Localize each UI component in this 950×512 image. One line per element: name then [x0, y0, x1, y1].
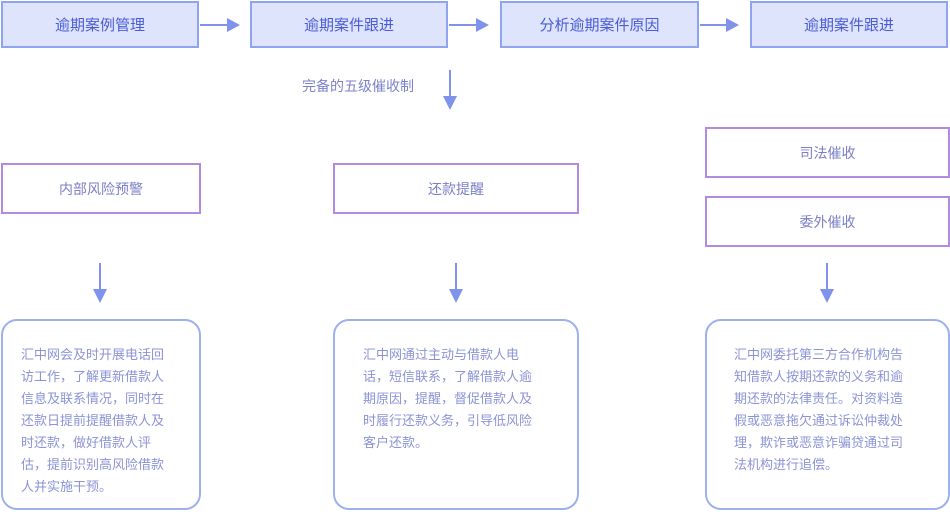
arrow-head-col3-down — [820, 289, 834, 303]
desc-line: 汇中网会及时开展电话回 — [21, 348, 165, 363]
desc-line: 客户还款。 — [363, 436, 429, 451]
flow-step-1: 逾期案例管理 — [1, 1, 199, 48]
desc-line: 理，欺诈或恶意诈骗贷通过司 — [734, 436, 904, 451]
system-note: 完备的五级催收制 — [302, 79, 414, 95]
desc-line: 汇中网通过主动与借款人电 — [363, 348, 520, 363]
desc-line: 时还款，做好借款人评 — [21, 436, 152, 451]
arrow-head-step2-step3 — [476, 18, 489, 32]
desc-line: 访工作，了解更新借款人 — [21, 370, 165, 385]
arrow-head-step3-step4 — [726, 18, 739, 32]
desc-line: 期还款的法律责任。对资料造 — [734, 392, 904, 407]
desc-box-col1: 汇中网会及时开展电话回 访工作，了解更新借款人 信息及联系情况，同时在 还款日提… — [1, 319, 201, 510]
desc-line: 信息及联系情况，同时在 — [21, 392, 165, 407]
desc-line: 还款日提前提醒借款人及 — [21, 414, 165, 429]
desc-box-col2: 汇中网通过主动与借款人电 话，短信联系，了解借款人逾 期原因，提醒，督促借款人及… — [333, 319, 579, 510]
box-judicial-collection: 司法催收 — [705, 127, 950, 178]
desc-line: 假或恶意拖欠通过诉讼仲裁处 — [734, 414, 904, 429]
desc-line: 估，提前识别高风险借款 — [21, 458, 165, 473]
desc-line: 期原因，提醒，督促借款人及 — [363, 392, 533, 407]
desc-box-col3: 汇中网委托第三方合作机构告 知借款人按期还款的义务和逾 期还款的法律责任。对资料… — [705, 319, 950, 510]
arrow-head-col2-down — [449, 289, 463, 303]
flow-step-4: 逾期案件跟进 — [750, 1, 948, 48]
arrow-head-col1-down — [93, 289, 107, 303]
arrow-head-note-down — [443, 96, 457, 110]
box-repayment-reminder: 还款提醒 — [333, 163, 579, 214]
desc-line: 汇中网委托第三方合作机构告 — [734, 348, 904, 363]
desc-line: 人并实施干预。 — [21, 480, 113, 495]
flow-step-3: 分析逾期案件原因 — [500, 1, 699, 48]
desc-line: 话，短信联系，了解借款人逾 — [363, 370, 533, 385]
desc-line: 时履行还款义务，引导低风险 — [363, 414, 533, 429]
desc-line: 知借款人按期还款的义务和逾 — [734, 370, 904, 385]
box-outsourced-collection: 委外催收 — [705, 196, 950, 247]
desc-line: 法机构进行追偿。 — [734, 458, 839, 473]
arrow-head-step1-step2 — [227, 18, 240, 32]
flow-step-2: 逾期案件跟进 — [250, 1, 448, 48]
box-internal-risk-warning: 内部风险预警 — [1, 163, 201, 214]
